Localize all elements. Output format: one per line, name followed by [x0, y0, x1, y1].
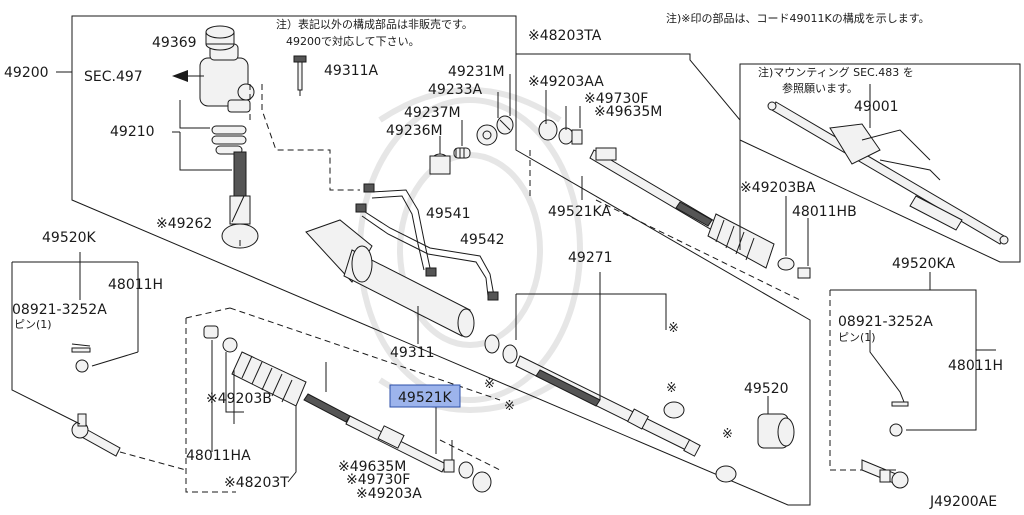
valve-cap-49369: [205, 25, 235, 51]
label-49210[interactable]: 49210: [110, 124, 155, 140]
main-assembly-outline: [71, 15, 811, 506]
lock-plate-49635M-bot: [443, 459, 455, 473]
washer-49730F-top: [558, 127, 574, 145]
label-49200[interactable]: 49200: [4, 65, 49, 81]
plug-49231M: [496, 115, 514, 135]
star-mark-seal-2: ※: [504, 399, 515, 414]
label-49237M[interactable]: 49237M: [404, 105, 461, 121]
seal-set-49210: [211, 125, 247, 155]
nut-49233A: [476, 124, 498, 146]
label-48203TA[interactable]: ※48203TA: [528, 28, 602, 44]
label-49311[interactable]: 49311: [390, 345, 435, 361]
clamp-49203B: [222, 337, 238, 353]
nut-48011HA: [203, 325, 219, 339]
seal-ring-rack: [502, 344, 518, 364]
clamp-49203A: [472, 471, 492, 493]
hydraulic-line-guide: [261, 84, 360, 191]
diagram-code: J49200AE: [929, 494, 997, 510]
hydraulic-tube-49541: [371, 189, 431, 269]
label-sec497[interactable]: SEC.497: [84, 69, 143, 85]
seal-ring-housing: [484, 334, 500, 354]
tie-rod-end-left: [71, 413, 121, 457]
washer-49730F-bot: [458, 461, 474, 479]
label-48011HB[interactable]: 48011HB: [792, 204, 857, 220]
label-49233A[interactable]: 49233A: [428, 82, 483, 98]
star-mark-seal-1: ※: [484, 377, 495, 392]
note-top: 注)※印の部品は、コード49011Kの構成を示します。: [666, 11, 930, 25]
spring-49237M: [453, 147, 471, 159]
pinion-49262: [221, 151, 259, 249]
note-mount: 注)マウンティング SEC.483 を: [758, 65, 914, 79]
label-49520[interactable]: 49520: [744, 381, 789, 397]
rack-49271: [515, 355, 701, 457]
seal-49236M: [429, 153, 451, 175]
hydraulic-tube-49542: [361, 209, 495, 297]
label-49730F-top[interactable]: ※49730F: [584, 91, 648, 107]
nut-48011H-left: [75, 359, 89, 373]
label-48011H-right[interactable]: 48011H: [948, 358, 1003, 374]
rack-bushing: [663, 401, 685, 419]
star-mark-washer: ※: [722, 427, 733, 442]
label-49521KA[interactable]: 49521KA: [548, 204, 611, 220]
label-48203T[interactable]: ※48203T: [224, 475, 289, 491]
label-49271[interactable]: 49271: [568, 250, 613, 266]
label-49203BA[interactable]: ※49203BA: [740, 180, 816, 196]
pin-left: [71, 347, 91, 353]
arrow-sec497-icon: [172, 70, 188, 82]
highlight-49521K[interactable]: [389, 384, 461, 408]
complete-gear-49001: [767, 101, 1009, 245]
gear-housing-49311: [305, 219, 475, 338]
label-49520KA[interactable]: 49520KA: [892, 256, 955, 272]
label-49236M[interactable]: 49236M: [386, 123, 443, 139]
label-49521K[interactable]: 49521K: [398, 390, 453, 406]
nut-48011HB: [797, 267, 811, 279]
star-mark-rack: ※: [668, 321, 679, 336]
valve-housing: [199, 43, 255, 113]
label-49635M-bot[interactable]: ※49635M: [338, 459, 406, 475]
label-49262[interactable]: ※49262: [156, 216, 212, 232]
label-49730F-bot[interactable]: ※49730F: [346, 472, 410, 488]
lock-plate-49635M-top: [571, 129, 583, 145]
bolt-49311A: [293, 55, 307, 100]
label-48011H-left[interactable]: 48011H: [108, 277, 163, 293]
clamp-49203AA: [538, 119, 558, 141]
washer-49520: [715, 465, 737, 483]
label-49311A[interactable]: 49311A: [324, 63, 379, 79]
label-08921-left[interactable]: 08921-3252A: [12, 302, 107, 318]
clamp-49203BA: [777, 257, 795, 271]
label-pin-left: ピン(1): [14, 318, 52, 331]
note-main: 注）表記以外の構成部品は非販売です。: [276, 17, 473, 31]
boot-48203T: [231, 351, 307, 407]
label-49203B[interactable]: ※49203B: [206, 391, 272, 407]
label-49203AA[interactable]: ※49203AA: [528, 74, 604, 90]
nut-48011H-right: [889, 423, 903, 437]
label-49541[interactable]: 49541: [426, 206, 471, 222]
boot-48203TA: [707, 213, 775, 269]
label-49203A[interactable]: ※49203A: [356, 486, 422, 502]
note-mount-line2: 参照願います。: [782, 81, 858, 95]
label-49369[interactable]: 49369: [152, 35, 197, 51]
label-49520K[interactable]: 49520K: [42, 230, 97, 246]
label-49231M[interactable]: 49231M: [448, 64, 505, 80]
note-main-line2: 49200で対応して下さい。: [286, 34, 420, 48]
label-49542[interactable]: 49542: [460, 232, 505, 248]
label-48011HA[interactable]: 48011HA: [186, 448, 251, 464]
rack-bushing-49520: [757, 413, 795, 449]
label-08921-right[interactable]: 08921-3252A: [838, 314, 933, 330]
inner-tie-rod-left: [303, 393, 447, 473]
label-49635M-top[interactable]: ※49635M: [594, 104, 662, 120]
tie-rod-end-right: [861, 459, 909, 489]
pin-right: [891, 401, 909, 407]
star-mark-bushing: ※: [666, 381, 677, 396]
label-pin-right: ピン(1): [838, 331, 876, 344]
label-49001[interactable]: 49001: [854, 99, 899, 115]
